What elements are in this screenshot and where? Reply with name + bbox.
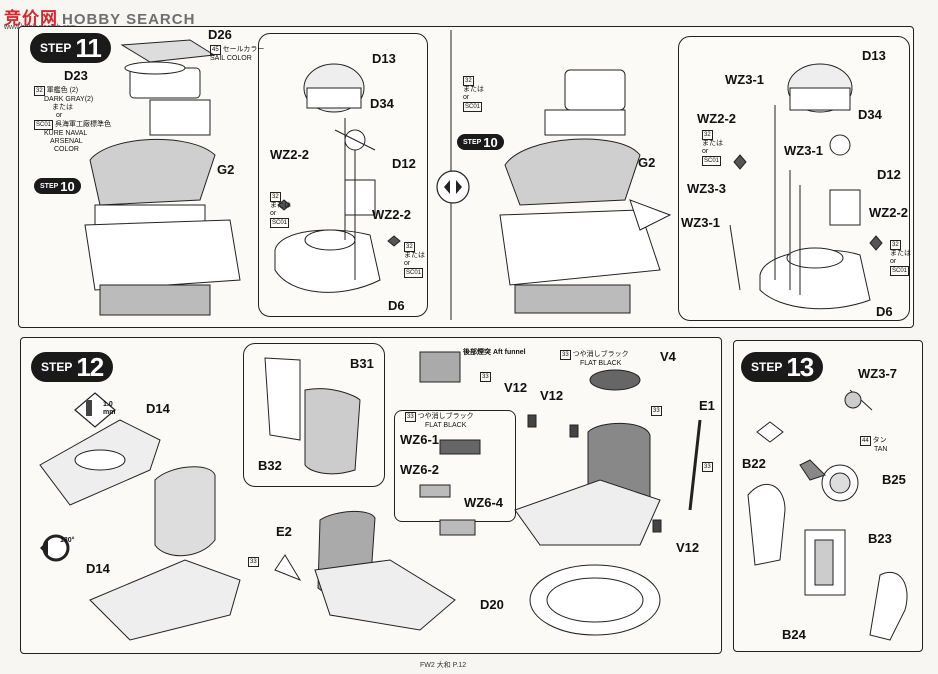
part-wz2-2-second: WZ2-2 bbox=[372, 207, 411, 222]
part-wz3-1-second: WZ3-1 bbox=[784, 143, 823, 158]
part-d14: D14 bbox=[146, 401, 170, 416]
color-code-e1: 33 bbox=[702, 462, 713, 472]
part-d23: D23 bbox=[64, 68, 88, 83]
part-g2: G2 bbox=[217, 162, 235, 177]
step-12-detail-wz bbox=[394, 410, 516, 522]
part-d26: D26 bbox=[208, 27, 232, 42]
part-g2-right: G2 bbox=[638, 155, 656, 170]
part-d12: D12 bbox=[392, 156, 416, 171]
part-wz2-2-right-second: WZ2-2 bbox=[869, 205, 908, 220]
part-v12-third: V12 bbox=[676, 540, 700, 555]
part-b32: B32 bbox=[258, 458, 282, 473]
part-d12-right: D12 bbox=[877, 167, 901, 182]
color-code-aft: 33 bbox=[480, 372, 491, 382]
part-d14-bottom: D14 bbox=[86, 561, 110, 576]
part-b23: B23 bbox=[868, 531, 892, 546]
part-e2: E2 bbox=[276, 524, 292, 539]
part-d13-right: D13 bbox=[862, 48, 886, 63]
part-d20: D20 bbox=[480, 597, 504, 612]
part-e1: E1 bbox=[699, 398, 715, 413]
part-wz3-1-third: WZ3-1 bbox=[681, 215, 720, 230]
part-d34: D34 bbox=[370, 96, 394, 111]
rotate-note: 180° bbox=[60, 537, 75, 544]
part-b31: B31 bbox=[350, 356, 374, 371]
part-v4: V4 bbox=[660, 349, 676, 364]
part-wz3-7: WZ3-7 bbox=[858, 366, 897, 381]
part-wz2-2-right: WZ2-2 bbox=[697, 111, 736, 126]
part-d6: D6 bbox=[388, 298, 405, 313]
part-v12-second: V12 bbox=[540, 388, 564, 403]
part-wz3-1: WZ3-1 bbox=[725, 72, 764, 87]
part-wz3-3: WZ3-3 bbox=[687, 181, 726, 196]
part-b25: B25 bbox=[882, 472, 906, 487]
part-wz6-2: WZ6-2 bbox=[400, 462, 439, 477]
part-wz6-1: WZ6-1 bbox=[400, 432, 439, 447]
part-v12: V12 bbox=[504, 380, 528, 395]
part-d34-right: D34 bbox=[858, 107, 882, 122]
part-wz6-4: WZ6-4 bbox=[464, 495, 503, 510]
color-code-e2: 33 bbox=[248, 557, 259, 567]
part-d6-right: D6 bbox=[876, 304, 893, 319]
part-b22: B22 bbox=[742, 456, 766, 471]
part-wz2-2: WZ2-2 bbox=[270, 147, 309, 162]
color-code-funnel: 33 bbox=[651, 406, 662, 416]
page-footer: FW2 大和 P.12 bbox=[420, 662, 467, 669]
part-b24: B24 bbox=[782, 627, 806, 642]
dark-gray-note: 32 軍艦色 (2) DARK GRAY(2) または or SC01 呉海軍工… bbox=[34, 86, 111, 153]
part-d13: D13 bbox=[372, 51, 396, 66]
aft-funnel-note: 後部煙突 Aft funnel bbox=[463, 349, 526, 356]
